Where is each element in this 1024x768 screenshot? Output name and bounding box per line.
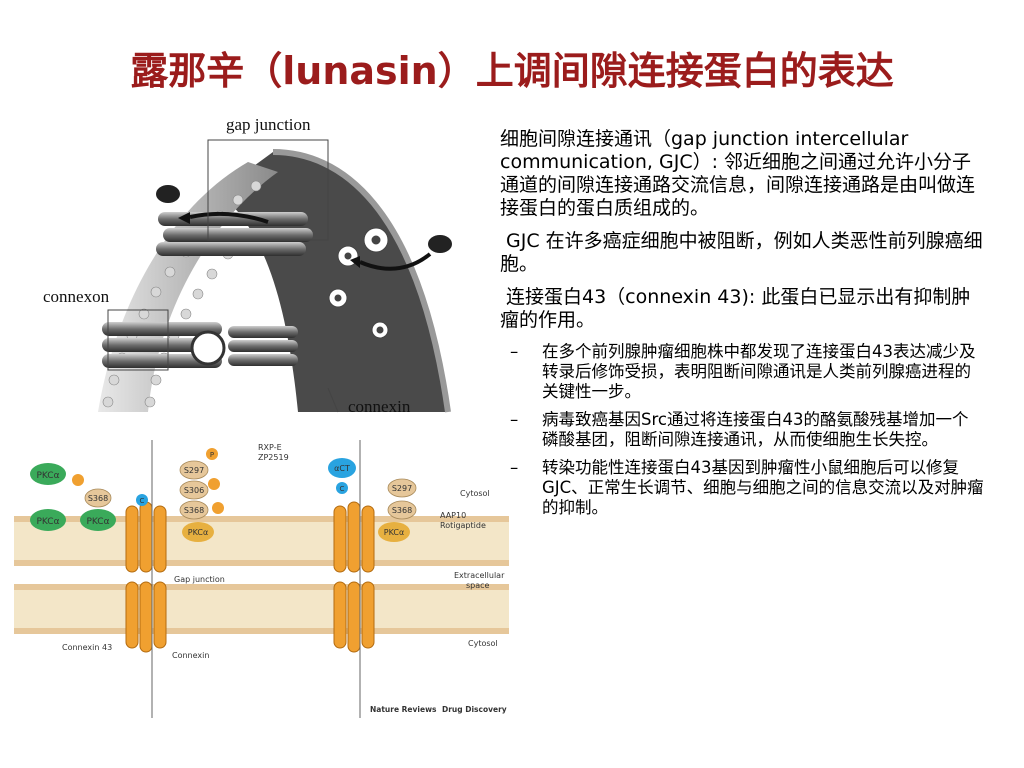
subbullet-1: –在多个前列腺肿瘤细胞株中都发现了连接蛋白43表达减少及转录后修饰受损，表明阻断… [510,342,976,401]
site-s368: S368 [184,506,204,515]
label-gap-junction: gap junction [226,115,311,134]
bullet-list: 细胞间隙连接通讯（gap junction intercellular comm… [500,128,984,526]
subbullet-3: –转染功能性连接蛋白43基因到肿瘤性小鼠细胞后可以修复GJC、正常生长调节、细胞… [510,458,984,517]
site-s368-right: S368 [392,506,412,515]
connexin-channel-left [125,501,167,653]
site-s306: S306 [184,486,204,495]
slide-title: 露那辛（lunasin）上调间隙连接蛋白的表达 [130,49,894,93]
molecule-blob-left [156,185,180,203]
bullet-3: 连接蛋白43（connexin 43): 此蛋白已显示出有抑制肿瘤的作用。 [500,286,971,331]
c-terminal-right: C [340,485,345,493]
connexin-channel-right [333,501,375,653]
credit-drug-discovery: Drug Discovery [442,705,507,714]
site-s297: S297 [184,466,204,475]
pkc-green-top: PKCα [36,471,59,481]
label-connexin-fig2: Connexin [172,651,209,660]
dash-marker: – [510,458,519,477]
label-connexon: connexon [43,287,110,306]
label-connexin43: Connexin 43 [62,643,112,652]
connexon-channel-bottom [102,322,298,368]
pkc-green-bottom: PKCα [36,517,59,527]
pkc-gold-left: PKCα [188,528,209,537]
connexin43-pathway-figure: PKCα PKCα PKCα S297 S306 S368 S368 P PKC… [14,436,509,721]
bullet-2: GJC 在许多癌症细胞中被阻断，例如人类恶性前列腺癌细胞。 [500,230,983,275]
credit-nature: Nature Reviews [370,705,437,714]
label-gap-junction-fig2: Gap junction [174,575,225,584]
c-terminal-left: C [140,497,145,505]
subbullet-2: –病毒致癌基因Src通过将连接蛋白43的酪氨酸残基增加一个磷酸基团，阻断间隙连接… [510,410,969,449]
p-badge: P [210,451,214,459]
site-s297-right: S297 [392,484,412,493]
label-connexin: connexin [348,397,411,416]
label-space: space [466,581,490,590]
site-s368-left: S368 [88,494,108,503]
dash-marker: – [510,342,519,361]
label-zp: ZP2519 [258,453,289,462]
molecule-blob-right [428,235,452,253]
label-cytosol-top: Cytosol [460,489,490,498]
pkc-gold-right: PKCα [384,528,405,537]
label-aap: AAP10 [440,511,466,520]
label-extracellular: Extracellular [454,571,505,580]
label-rxp: RXP-E [258,443,282,452]
label-rotigaptide: Rotigaptide [440,521,486,530]
gap-junction-figure: gap junction connexon connexin [43,115,452,416]
bullet-1: 细胞间隙连接通讯（gap junction intercellular comm… [500,128,976,219]
pkc-green-mid: PKCα [86,517,109,527]
dash-marker: – [510,410,519,429]
label-cytosol-bottom: Cytosol [468,639,498,648]
act-peptide: αCT [334,464,350,473]
